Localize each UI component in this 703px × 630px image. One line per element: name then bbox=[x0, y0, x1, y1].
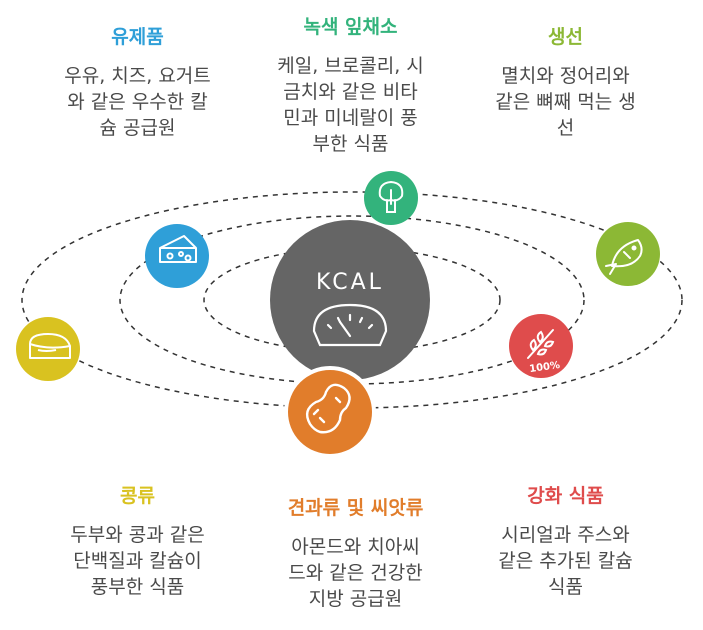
nuts-desc: 아몬드와 치아씨 드와 같은 건강한 지방 공급원 bbox=[253, 534, 458, 612]
dairy-desc-line: 슘 공급원 bbox=[99, 117, 176, 139]
fortified-desc-line: 같은 추가된 칼슘 bbox=[498, 550, 633, 572]
beans-desc: 두부와 콩과 같은 단백질과 칼슘이 풍부한 식품 bbox=[40, 522, 235, 600]
outer-orbit bbox=[21, 191, 683, 409]
beans-block: 콩류 두부와 콩과 같은 단백질과 칼슘이 풍부한 식품 bbox=[40, 484, 235, 600]
dairy-desc: 우유, 치즈, 요거트 와 같은 우수한 칼 슘 공급원 bbox=[40, 63, 235, 141]
fish-block: 생선 멸치와 정어리와 같은 뼈째 먹는 생 선 bbox=[468, 25, 663, 141]
fish-title: 생선 bbox=[548, 26, 583, 48]
fortified-title: 강화 식품 bbox=[527, 485, 604, 507]
beans-desc-line: 두부와 콩과 같은 bbox=[70, 524, 205, 546]
nuts-title: 견과류 및 씨앗류 bbox=[287, 497, 424, 519]
dairy-title: 유제품 bbox=[111, 26, 164, 48]
fortified-desc-line: 식품 bbox=[548, 576, 583, 598]
greens-desc-line: 민과 미네랄이 풍 bbox=[283, 107, 418, 129]
fortified-node: 100% bbox=[509, 314, 573, 378]
fortified-badge: 100% bbox=[529, 360, 561, 375]
fish-desc-line: 멸치와 정어리와 bbox=[501, 65, 630, 87]
greens-desc-line: 부한 식품 bbox=[312, 133, 389, 155]
broccoli-icon bbox=[378, 180, 404, 213]
dairy-desc-line: 우유, 치즈, 요거트 bbox=[64, 65, 211, 87]
fish-node bbox=[596, 222, 660, 286]
nuts-node bbox=[284, 366, 376, 458]
greens-desc: 케일, 브로콜리, 시 금치와 같은 비타 민과 미네랄이 풍 부한 식품 bbox=[253, 53, 448, 157]
dairy-desc-line: 와 같은 우수한 칼 bbox=[67, 91, 208, 113]
tofu-icon bbox=[29, 333, 71, 359]
fish-icon bbox=[605, 239, 643, 275]
fish-desc: 멸치와 정어리와 같은 뼈째 먹는 생 선 bbox=[468, 63, 663, 141]
peanut-icon bbox=[305, 383, 351, 434]
inner-orbit bbox=[203, 247, 501, 353]
nuts-desc-line: 아몬드와 치아씨 bbox=[291, 536, 420, 558]
center-kcal-circle: KCAL bbox=[270, 220, 430, 380]
dairy-block: 유제품 우유, 치즈, 요거트 와 같은 우수한 칼 슘 공급원 bbox=[40, 25, 235, 141]
center-label: KCAL bbox=[316, 270, 384, 295]
grain-100-icon bbox=[527, 329, 555, 359]
fortified-desc-line: 시리얼과 주스와 bbox=[501, 524, 630, 546]
greens-node bbox=[364, 171, 418, 225]
nuts-block: 견과류 및 씨앗류 아몬드와 치아씨 드와 같은 건강한 지방 공급원 bbox=[253, 496, 458, 612]
beans-node bbox=[16, 317, 80, 381]
cheese-icon bbox=[159, 235, 197, 263]
scale-icon bbox=[312, 303, 388, 347]
nuts-desc-line: 지방 공급원 bbox=[308, 588, 403, 610]
greens-block: 녹색 잎채소 케일, 브로콜리, 시 금치와 같은 비타 민과 미네랄이 풍 부… bbox=[253, 15, 448, 157]
fish-desc-line: 같은 뼈째 먹는 생 bbox=[495, 91, 636, 113]
greens-desc-line: 금치와 같은 비타 bbox=[283, 81, 418, 103]
fish-desc-line: 선 bbox=[556, 117, 575, 139]
fortified-desc: 시리얼과 주스와 같은 추가된 칼슘 식품 bbox=[468, 522, 663, 600]
greens-title: 녹색 잎채소 bbox=[303, 16, 398, 38]
beans-desc-line: 단백질과 칼슘이 bbox=[73, 550, 202, 572]
fortified-block: 강화 식품 시리얼과 주스와 같은 추가된 칼슘 식품 bbox=[468, 484, 663, 600]
beans-desc-line: 풍부한 식품 bbox=[90, 576, 185, 598]
greens-desc-line: 케일, 브로콜리, 시 bbox=[277, 55, 424, 77]
beans-title: 콩류 bbox=[120, 485, 155, 507]
dairy-node bbox=[145, 224, 209, 288]
nuts-desc-line: 드와 같은 건강한 bbox=[288, 562, 423, 584]
